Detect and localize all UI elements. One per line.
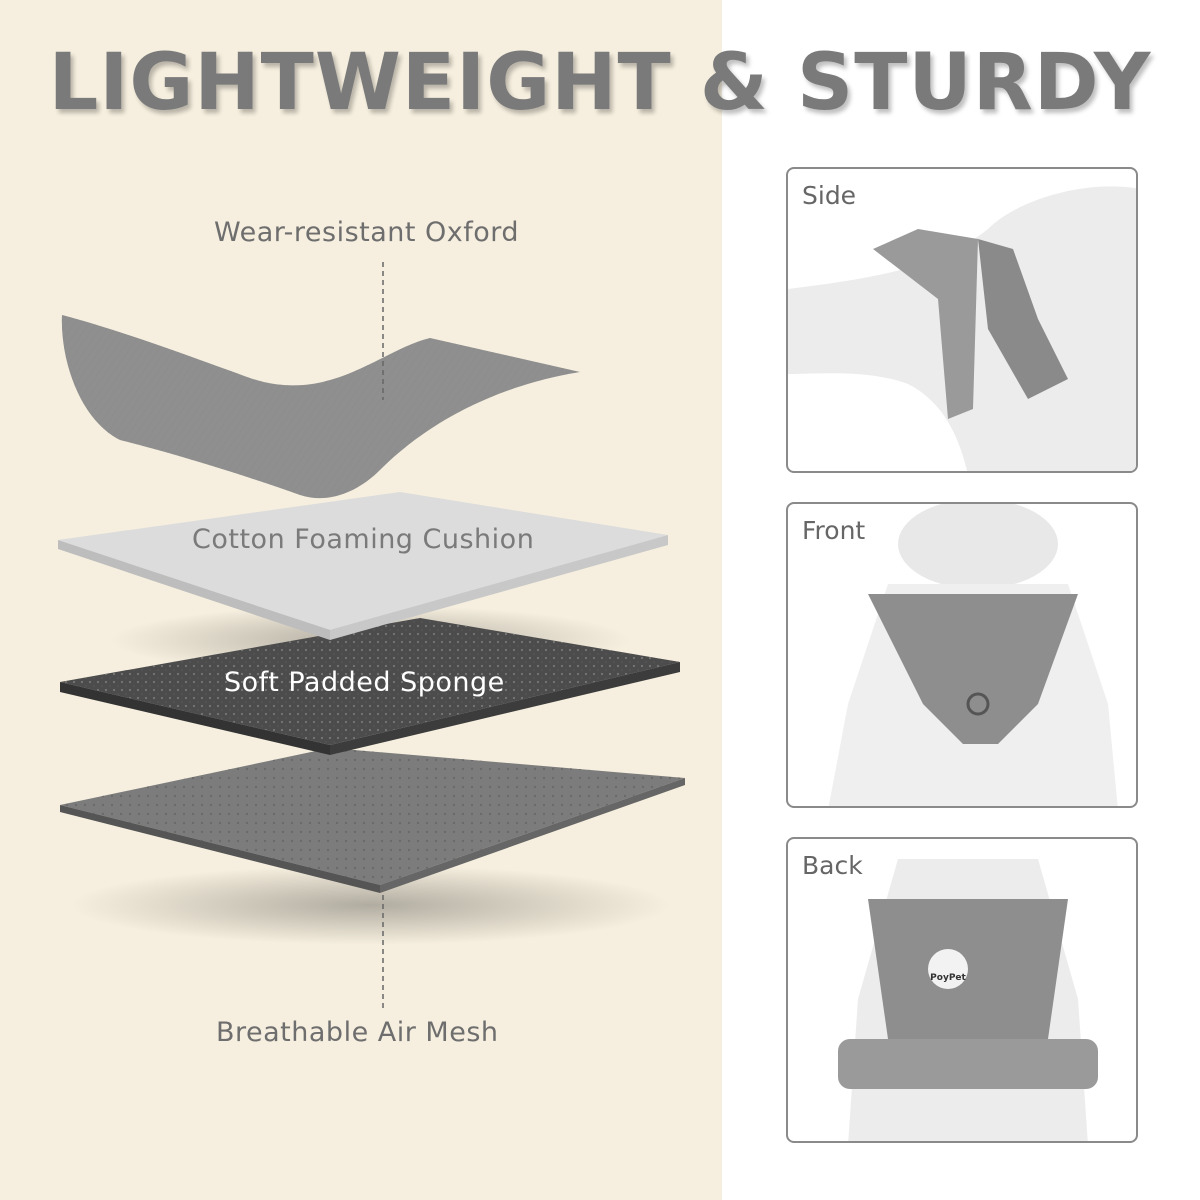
harness bbox=[868, 899, 1068, 1079]
material-layers-diagram bbox=[58, 262, 685, 1012]
view-panel-front: Front bbox=[786, 502, 1138, 808]
dog-side-image bbox=[788, 186, 1136, 471]
harness bbox=[868, 594, 1078, 744]
harness bbox=[873, 229, 978, 419]
view-panel-back: PoyPet Back bbox=[786, 837, 1138, 1143]
page-title: LIGHTWEIGHT & STURDY bbox=[48, 38, 1152, 128]
dog-back-image bbox=[838, 859, 1098, 1141]
brand-logo bbox=[928, 949, 968, 989]
layer-label-sponge: Soft Padded Sponge bbox=[224, 667, 505, 698]
view-label-side: Side bbox=[802, 181, 857, 210]
brand-logo-text: PoyPet bbox=[930, 973, 966, 983]
cotton-cushion-layer bbox=[58, 492, 668, 630]
layer-label-cotton: Cotton Foaming Cushion bbox=[192, 524, 535, 555]
shadow bbox=[70, 865, 670, 945]
view-panel-side: Side bbox=[786, 167, 1138, 473]
view-label-back: Back bbox=[802, 851, 863, 880]
dog-front-image bbox=[828, 504, 1118, 806]
layer-label-mesh: Breathable Air Mesh bbox=[216, 1017, 499, 1048]
layer-label-oxford: Wear-resistant Oxford bbox=[214, 217, 520, 248]
view-label-front: Front bbox=[802, 516, 866, 545]
